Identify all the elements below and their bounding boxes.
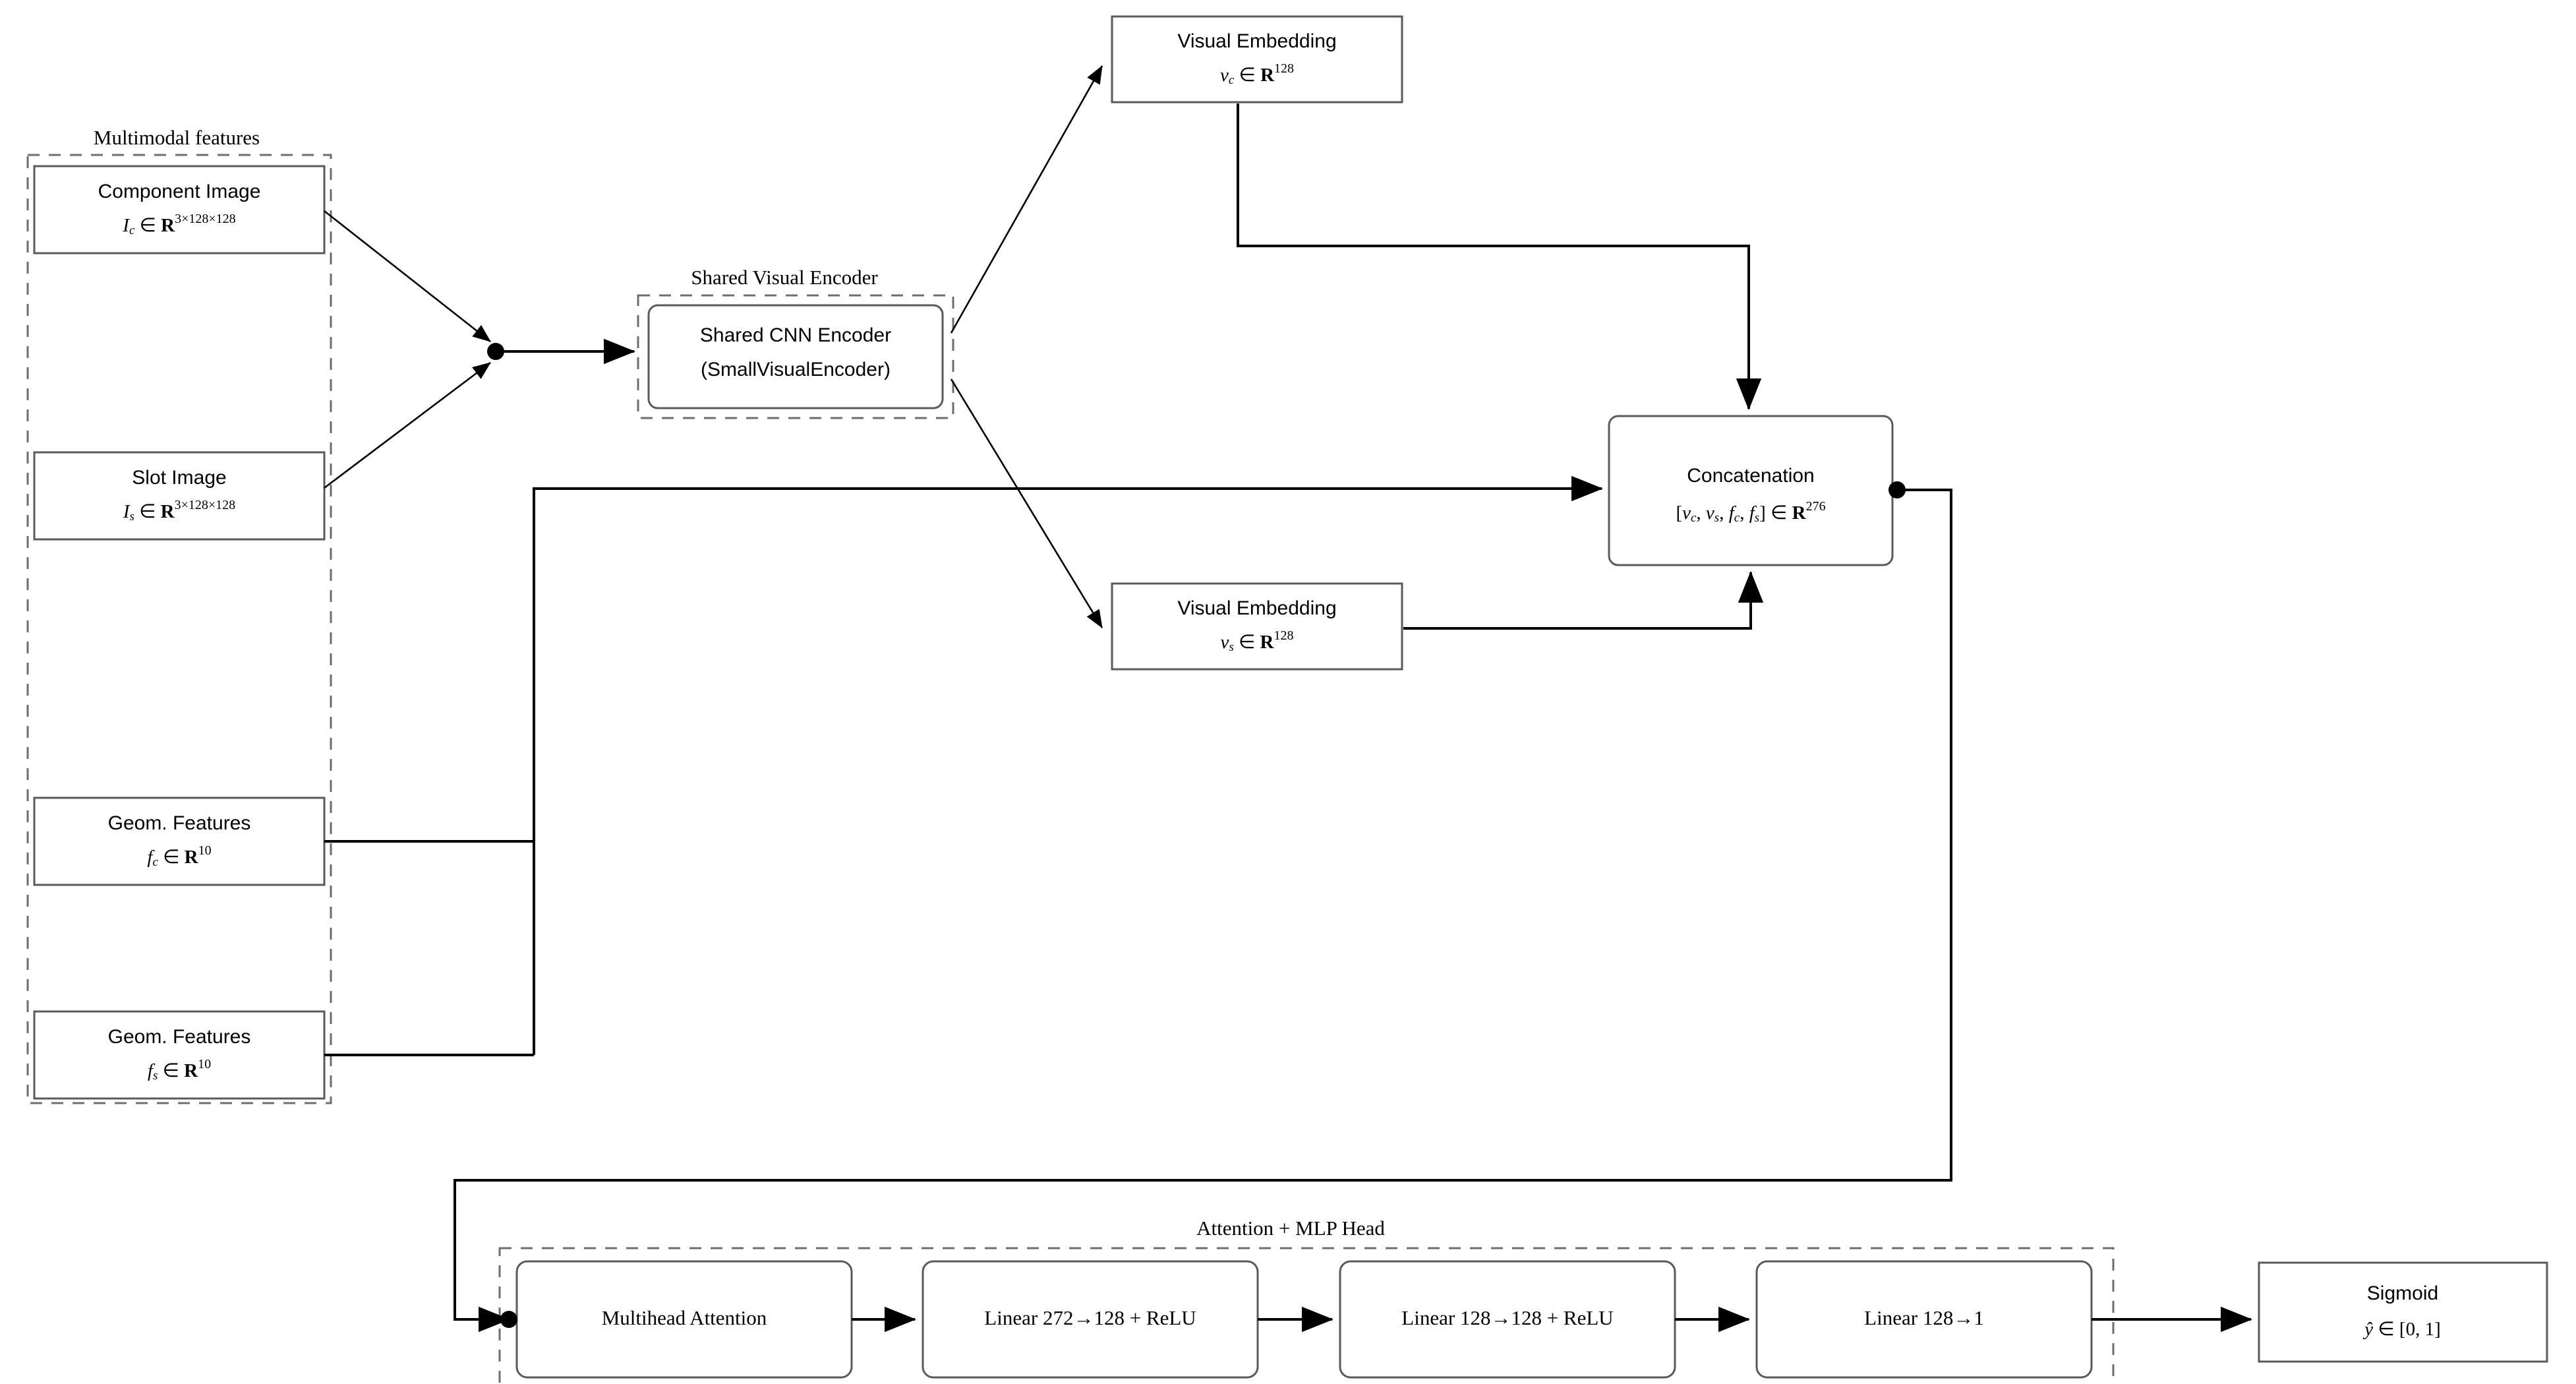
geom-features-component-label: Geom. Features bbox=[108, 812, 251, 834]
multihead-attention-label: Multihead Attention bbox=[602, 1306, 767, 1329]
slot-image-formula: Is ∈ R3×128×128 bbox=[123, 498, 235, 524]
edge-component-image-to-merge bbox=[324, 210, 491, 343]
visual-embedding-component-formula: vc ∈ R128 bbox=[1220, 61, 1294, 88]
edge-visual-embedding-component-to-concatenation bbox=[1237, 104, 1762, 410]
component-image-formula: Ic ∈ R3×128×128 bbox=[122, 212, 235, 238]
edge-visual-embedding-slot-to-concatenation bbox=[1403, 571, 1764, 630]
visual-embedding-slot-label: Visual Embedding bbox=[1177, 597, 1336, 619]
node-shared-cnn-encoder[interactable] bbox=[647, 304, 944, 409]
slot-image-label: Slot Image bbox=[132, 467, 226, 489]
node-component-image[interactable] bbox=[33, 165, 326, 255]
shared-cnn-encoder-label-line2: (SmallVisualEncoder) bbox=[701, 359, 891, 380]
node-geom-features-slot[interactable] bbox=[33, 1010, 326, 1100]
component-image-label: Component Image bbox=[98, 181, 261, 202]
edge-slot-image-to-merge bbox=[324, 361, 491, 489]
node-sigmoid[interactable] bbox=[2258, 1261, 2548, 1363]
edge-geom-bus-to-concatenation bbox=[533, 475, 1603, 1055]
node-visual-embedding-component[interactable] bbox=[1111, 15, 1403, 104]
geom-features-slot-formula: fs ∈ R10 bbox=[148, 1057, 211, 1083]
visual-embedding-component-label: Visual Embedding bbox=[1177, 30, 1336, 52]
shared-cnn-encoder-label-line1: Shared CNN Encoder bbox=[700, 324, 891, 346]
concatenation-formula: [vc, vs, fc, fs] ∈ R276 bbox=[1676, 499, 1825, 526]
node-concatenation[interactable] bbox=[1608, 415, 1894, 566]
group-title-multimodal-features: Multimodal features bbox=[94, 126, 260, 149]
visual-embedding-slot-formula: vs ∈ R128 bbox=[1221, 628, 1294, 655]
concatenation-label: Concatenation bbox=[1687, 465, 1814, 487]
multihead-attention-input-dot bbox=[500, 1311, 517, 1328]
sigmoid-label: Sigmoid bbox=[2367, 1282, 2438, 1304]
group-title-attention-mlp-head: Attention + MLP Head bbox=[1196, 1217, 1385, 1240]
sigmoid-formula: ŷ ∈ [0, 1] bbox=[2362, 1319, 2440, 1340]
edge-concatenation-to-multihead-attention bbox=[454, 489, 1952, 1333]
merge-junction-dot bbox=[487, 343, 504, 360]
geom-features-slot-label: Geom. Features bbox=[108, 1026, 251, 1048]
edge-encoder-to-visual-embedding-component bbox=[950, 65, 1103, 334]
node-geom-features-component[interactable] bbox=[33, 797, 326, 886]
group-title-shared-visual-encoder: Shared Visual Encoder bbox=[691, 266, 878, 289]
group-box-shared-visual-encoder bbox=[637, 294, 954, 419]
node-visual-embedding-slot[interactable] bbox=[1111, 582, 1403, 671]
node-slot-image[interactable] bbox=[33, 451, 326, 541]
linear-128-128-relu-label: Linear 128→128 + ReLU bbox=[1401, 1306, 1613, 1329]
edge-encoder-to-visual-embedding-slot bbox=[950, 378, 1103, 628]
linear-272-128-relu-label: Linear 272→128 + ReLU bbox=[984, 1306, 1196, 1329]
group-box-multimodal-features bbox=[26, 154, 332, 1104]
linear-128-1-label: Linear 128→1 bbox=[1864, 1306, 1984, 1329]
